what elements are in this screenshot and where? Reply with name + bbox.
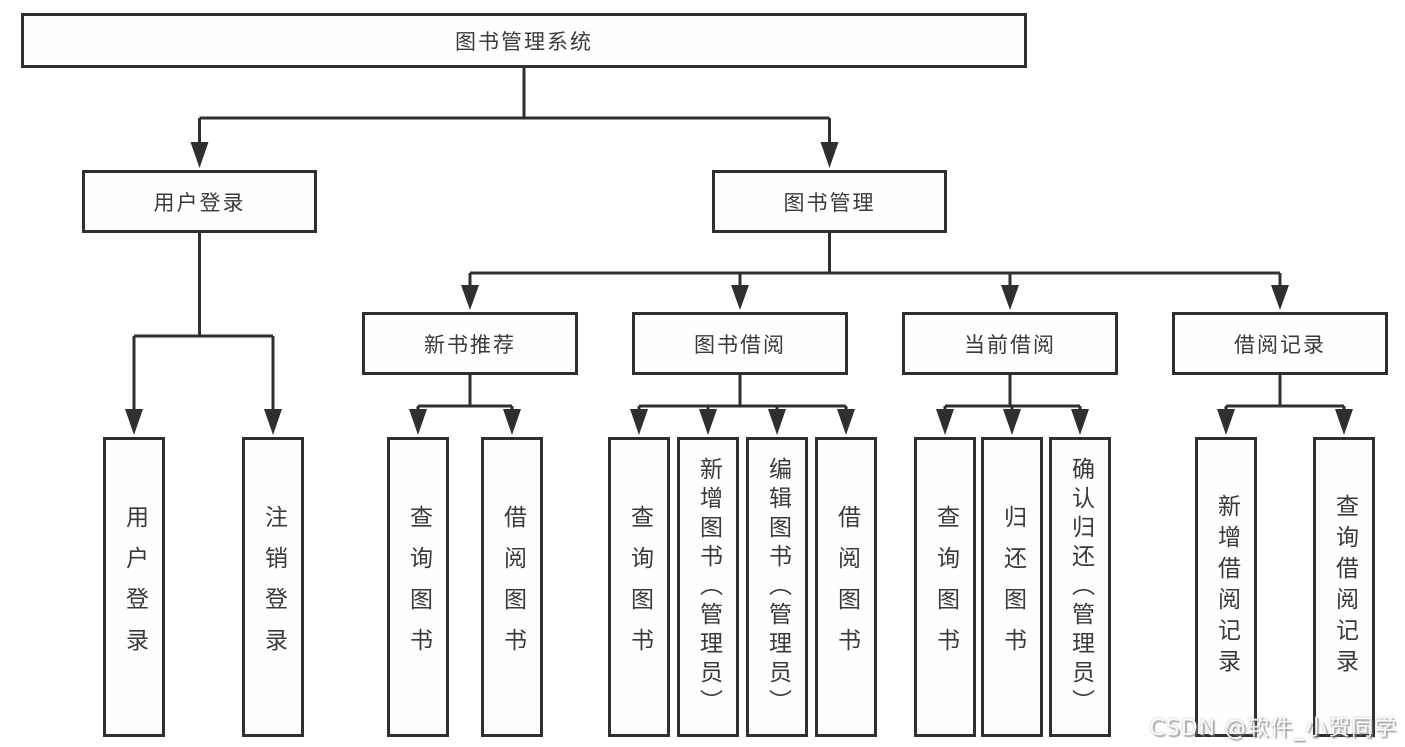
leaf-add-books-admin: 新增图书（管理员） bbox=[677, 437, 739, 737]
node-book-management: 图书管理 bbox=[712, 170, 947, 233]
node-borrowing-records: 借阅记录 bbox=[1172, 312, 1388, 375]
leaf-label: 查询图书 bbox=[405, 505, 432, 669]
node-label: 借阅记录 bbox=[1234, 332, 1326, 357]
node-label: 当前借阅 bbox=[964, 332, 1056, 357]
leaf-borrow-books-recommend: 借阅图书 bbox=[481, 437, 543, 737]
node-current-borrowing: 当前借阅 bbox=[902, 312, 1118, 375]
node-label: 图书管理系统 bbox=[455, 29, 593, 54]
node-label: 图书管理 bbox=[783, 190, 876, 215]
leaf-label: 新增借阅记录 bbox=[1213, 494, 1240, 680]
node-library-management-system: 图书管理系统 bbox=[21, 13, 1027, 68]
node-label: 图书借阅 bbox=[694, 332, 786, 357]
node-user-login: 用户登录 bbox=[82, 170, 317, 233]
leaf-label: 新增图书（管理员） bbox=[695, 456, 722, 718]
leaf-edit-books-admin: 编辑图书（管理员） bbox=[746, 437, 808, 737]
node-book-borrowing: 图书借阅 bbox=[632, 312, 848, 375]
leaf-query-borrow-record: 查询借阅记录 bbox=[1313, 437, 1375, 737]
leaf-confirm-return-admin: 确认归还（管理员） bbox=[1049, 437, 1111, 737]
node-new-book-recommendation: 新书推荐 bbox=[362, 312, 578, 375]
leaf-query-books-borrowing: 查询图书 bbox=[608, 437, 670, 737]
leaf-label: 确认归还（管理员） bbox=[1067, 456, 1094, 718]
leaf-borrow-books: 借阅图书 bbox=[815, 437, 877, 737]
leaf-label: 查询借阅记录 bbox=[1331, 494, 1358, 680]
leaf-label: 查询图书 bbox=[932, 505, 959, 669]
leaf-query-books-current: 查询图书 bbox=[914, 437, 976, 737]
leaf-logout: 注销登录 bbox=[242, 437, 304, 737]
leaf-label: 查询图书 bbox=[626, 505, 653, 669]
leaf-query-books-recommend: 查询图书 bbox=[387, 437, 449, 737]
leaf-add-borrow-record: 新增借阅记录 bbox=[1195, 437, 1257, 737]
leaf-label: 借阅图书 bbox=[833, 505, 860, 669]
leaf-label: 编辑图书（管理员） bbox=[764, 456, 791, 718]
node-label: 新书推荐 bbox=[424, 332, 516, 357]
leaf-label: 归还图书 bbox=[999, 505, 1026, 669]
leaf-label: 借阅图书 bbox=[499, 505, 526, 669]
leaf-user-login: 用户登录 bbox=[103, 437, 165, 737]
leaf-return-books: 归还图书 bbox=[981, 437, 1043, 737]
leaf-label: 用户登录 bbox=[121, 505, 148, 669]
node-label: 用户登录 bbox=[153, 190, 246, 215]
leaf-label: 注销登录 bbox=[260, 505, 287, 669]
